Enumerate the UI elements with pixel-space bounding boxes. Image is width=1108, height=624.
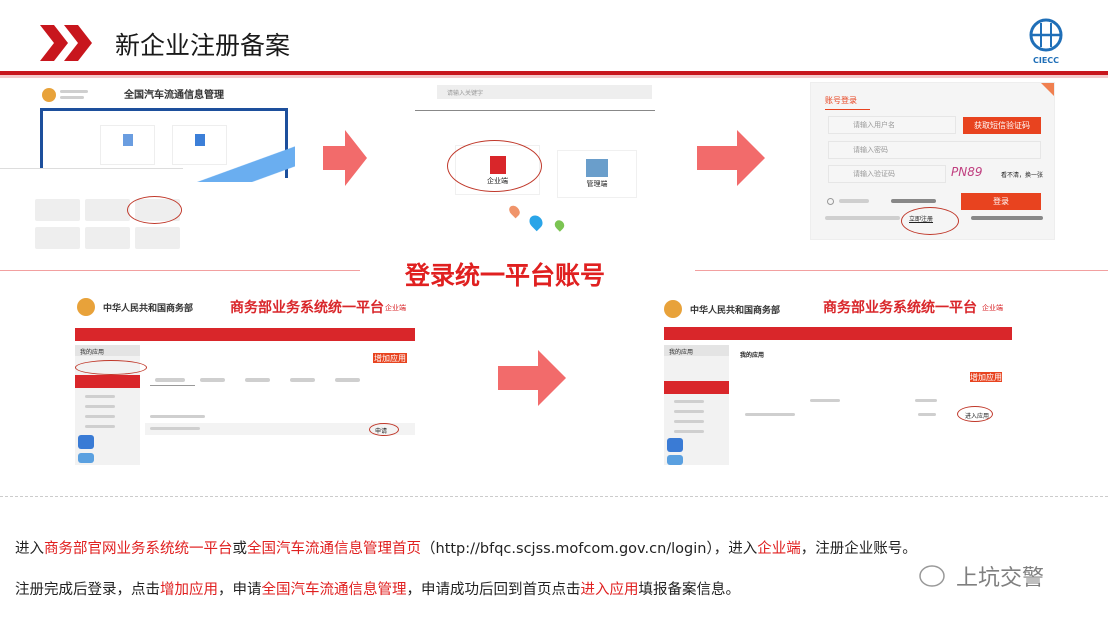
instruction-line-2: 注册完成后登录，点击增加应用，申请全国汽车流通信息管理，申请成功后回到首页点击进… (15, 582, 740, 598)
top-nav-bar (664, 327, 1012, 340)
site-title: 全国汽车流通信息管理 (124, 90, 224, 101)
admin-portal-button[interactable]: 管理端 (557, 150, 637, 198)
refresh-captcha-link[interactable]: 看不清，换一张 (1001, 172, 1044, 179)
header-divider-shadow (0, 75, 1108, 78)
screenshot-login-form: 账号登录 请输入用户名 获取短信验证码 请输入密码 请输入验证码 PN89 看不… (810, 82, 1055, 240)
arrow-right-icon (323, 130, 367, 190)
screenshot-platform-enter-app: 中华人民共和国商务部 商务部业务系统统一平台 企业端 我的应用 我的应用 增加应… (660, 295, 1012, 465)
divider (0, 270, 360, 271)
captcha-input[interactable]: 请输入验证码 (828, 165, 946, 183)
screenshot-platform-home: 全国汽车流通信息管理 (0, 80, 300, 255)
add-app-button[interactable]: 增加应用 (970, 372, 1002, 382)
screenshot-portal-select: 请输入关键字 企业端 管理端 (405, 80, 655, 240)
page-title: 新企业注册备案 (115, 31, 291, 60)
instruction-line-1: 进入商务部官网业务系统统一平台或全国汽车流通信息管理首页（http://bfqc… (15, 541, 917, 557)
arrow-right-icon (498, 350, 566, 410)
wechat-icon (919, 565, 945, 587)
divider (695, 270, 1108, 271)
tab-account-login[interactable]: 账号登录 (825, 95, 870, 110)
get-sms-code-button[interactable]: 获取短信验证码 (963, 117, 1041, 134)
emblem-icon (42, 88, 56, 102)
section-title: 登录统一平台账号 (405, 261, 606, 290)
remember-checkbox[interactable] (827, 198, 834, 205)
search-input[interactable]: 请输入关键字 (437, 85, 652, 99)
screenshot-platform-add-app: 中华人民共和国商务部 商务部业务系统统一平台 企业端 我的应用 增加应用 申请 (75, 295, 415, 465)
header-divider (0, 71, 1108, 75)
password-input[interactable]: 请输入密码 (828, 141, 1041, 159)
emblem-icon (77, 298, 95, 316)
divider (0, 496, 1108, 497)
login-button[interactable]: 登录 (961, 193, 1041, 210)
top-nav-bar (75, 328, 415, 341)
chevron-icon (40, 25, 98, 65)
arrow-right-icon (697, 130, 765, 190)
watermark: 上坑交警 (918, 560, 1044, 592)
add-app-button[interactable]: 增加应用 (373, 353, 407, 363)
username-input[interactable]: 请输入用户名 (828, 116, 956, 134)
emblem-icon (664, 300, 682, 318)
ciecc-logo: CIECC (1028, 18, 1064, 65)
captcha-image[interactable]: PN89 (951, 165, 983, 179)
